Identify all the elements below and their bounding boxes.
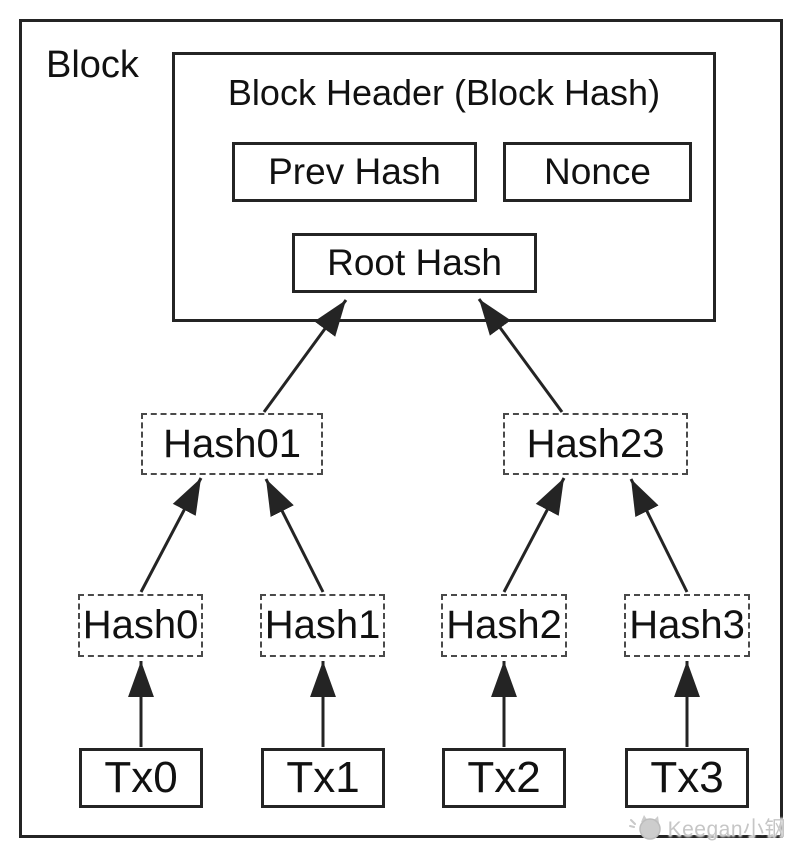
tx0-box: Tx0 bbox=[79, 748, 203, 808]
watermark: Keegan小钢 bbox=[628, 811, 786, 845]
root-hash-box: Root Hash bbox=[292, 233, 537, 293]
block-header-title: Block Header (Block Hash) bbox=[227, 72, 661, 113]
hash0-node: Hash0 bbox=[78, 594, 203, 657]
watermark-text: Keegan小钢 bbox=[667, 818, 786, 841]
tx2-box: Tx2 bbox=[442, 748, 566, 808]
hash23-node: Hash23 bbox=[503, 413, 688, 475]
hash3-node: Hash3 bbox=[624, 594, 750, 657]
nonce-box: Nonce bbox=[503, 142, 692, 202]
tx1-box: Tx1 bbox=[261, 748, 385, 808]
block-label: Block bbox=[46, 44, 139, 86]
hash1-node: Hash1 bbox=[260, 594, 385, 657]
hash2-node: Hash2 bbox=[441, 594, 567, 657]
prev-hash-box: Prev Hash bbox=[232, 142, 477, 202]
tx3-box: Tx3 bbox=[625, 748, 749, 808]
cat-logo-icon bbox=[628, 815, 661, 840]
hash01-node: Hash01 bbox=[141, 413, 323, 475]
